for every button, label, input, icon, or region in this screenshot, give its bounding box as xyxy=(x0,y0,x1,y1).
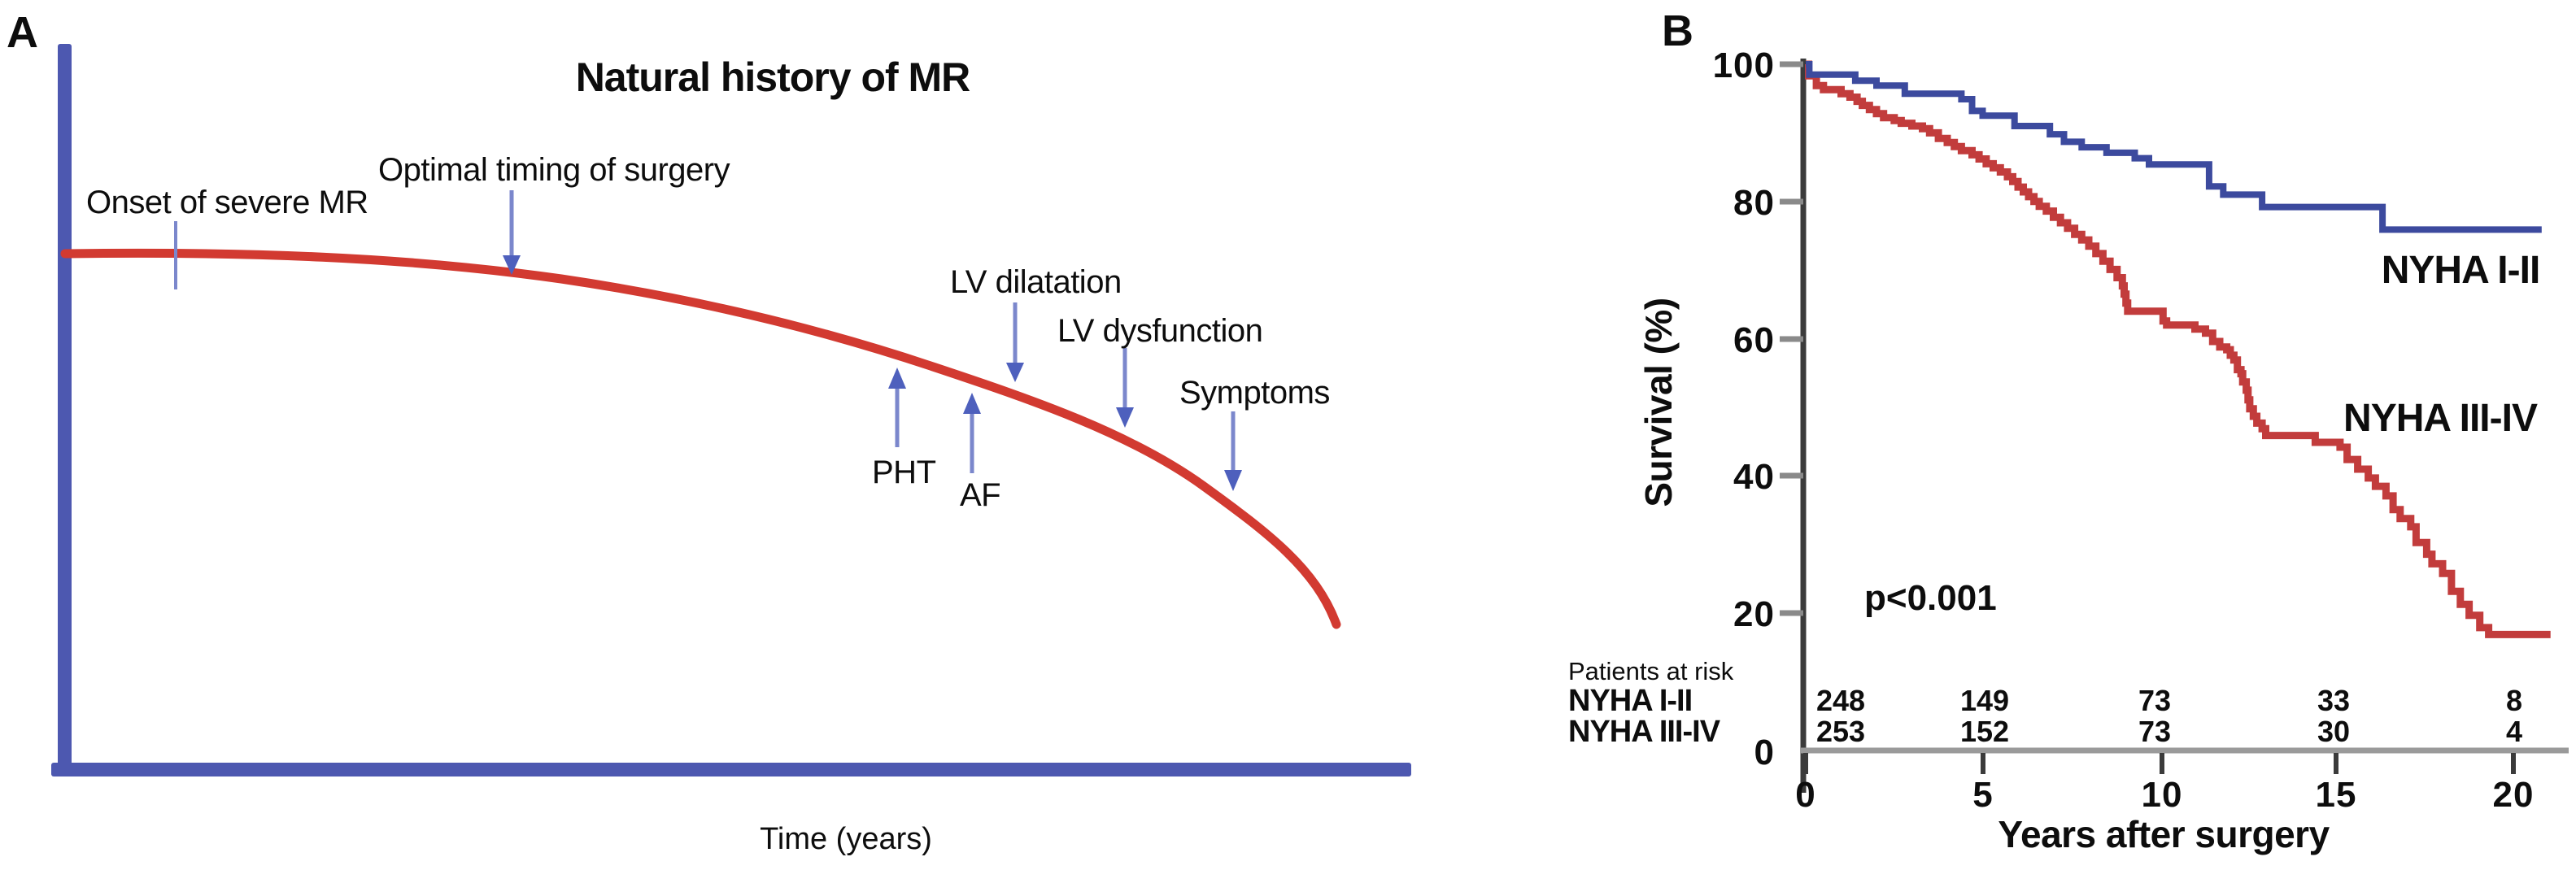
y-tick-20: 20 xyxy=(1733,594,1775,634)
risk-count: 73 xyxy=(2138,715,2171,748)
y-tick-0: 0 xyxy=(1754,733,1775,772)
risk-row-label-nyha-iii-iv: NYHA III-IV xyxy=(1568,715,1721,749)
annotation-pht: PHT xyxy=(872,455,936,490)
panel-b: B 100 80 60 40 20 0 0 5 10 15 20 Surviva… xyxy=(1568,7,2569,855)
risk-count: 253 xyxy=(1816,715,1865,748)
risk-count: 8 xyxy=(2506,684,2522,717)
risk-count: 4 xyxy=(2506,715,2522,748)
panel-a-y-axis xyxy=(58,44,72,776)
nyha-i-ii-curve xyxy=(1806,61,2542,233)
risk-row-nyha-i-ii: 248 149 73 33 8 xyxy=(1816,684,2522,717)
legend-nyha-i-ii: NYHA I-II xyxy=(2382,249,2540,292)
annotation-lv-dysfunction: LV dysfunction xyxy=(1057,313,1262,349)
lv-dysfunction-arrow xyxy=(1116,348,1134,428)
risk-count: 30 xyxy=(2317,715,2350,748)
pht-arrow xyxy=(888,368,906,447)
x-tick-0: 0 xyxy=(1795,775,1815,815)
y-tick-40: 40 xyxy=(1733,457,1775,497)
legend-nyha-iii-iv: NYHA III-IV xyxy=(2343,397,2538,440)
panel-a-x-axis xyxy=(51,763,1411,776)
x-tick-marks xyxy=(1803,753,2516,774)
x-tick-10: 10 xyxy=(2142,775,2183,815)
risk-row-label-nyha-i-ii: NYHA I-II xyxy=(1568,684,1692,718)
risk-table-title: Patients at risk xyxy=(1568,657,1734,685)
risk-count: 248 xyxy=(1816,684,1865,717)
annotation-af: AF xyxy=(960,477,1000,513)
risk-count: 73 xyxy=(2138,684,2171,717)
panel-b-x-axis-label: Years after surgery xyxy=(1998,813,2330,855)
panel-a-title: Natural history of MR xyxy=(576,54,970,100)
af-arrow xyxy=(963,393,981,473)
x-tick-20: 20 xyxy=(2493,775,2535,815)
p-value: p<0.001 xyxy=(1864,578,1997,618)
panel-a: A Natural history of MR Onset of severe … xyxy=(7,8,1411,856)
annotation-symptoms: Symptoms xyxy=(1179,375,1330,411)
x-tick-15: 15 xyxy=(2316,775,2357,815)
lv-dilatation-arrow xyxy=(1006,302,1024,382)
risk-row-nyha-iii-iv: 253 152 73 30 4 xyxy=(1816,715,2522,748)
optimal-timing-arrow xyxy=(503,190,521,275)
y-tick-marks xyxy=(1780,61,1803,616)
y-tick-80: 80 xyxy=(1733,183,1775,223)
symptoms-arrow xyxy=(1224,411,1242,491)
risk-count: 33 xyxy=(2317,684,2350,717)
annotation-lv-dilatation: LV dilatation xyxy=(950,264,1122,300)
natural-history-curve xyxy=(60,248,1341,629)
annotation-onset: Onset of severe MR xyxy=(86,185,368,220)
risk-count: 152 xyxy=(1960,715,2009,748)
y-tick-100: 100 xyxy=(1713,46,1775,85)
y-tick-60: 60 xyxy=(1733,320,1775,360)
risk-count: 149 xyxy=(1960,684,2009,717)
panel-a-x-axis-label: Time (years) xyxy=(760,822,932,856)
panel-b-label: B xyxy=(1662,7,1693,55)
annotation-optimal-timing: Optimal timing of surgery xyxy=(378,152,730,188)
nyha-iii-iv-curve xyxy=(1805,60,2551,638)
panel-a-label: A xyxy=(7,8,38,57)
panel-b-y-axis-label: Survival (%) xyxy=(1637,298,1680,507)
x-tick-5: 5 xyxy=(1972,775,1993,815)
